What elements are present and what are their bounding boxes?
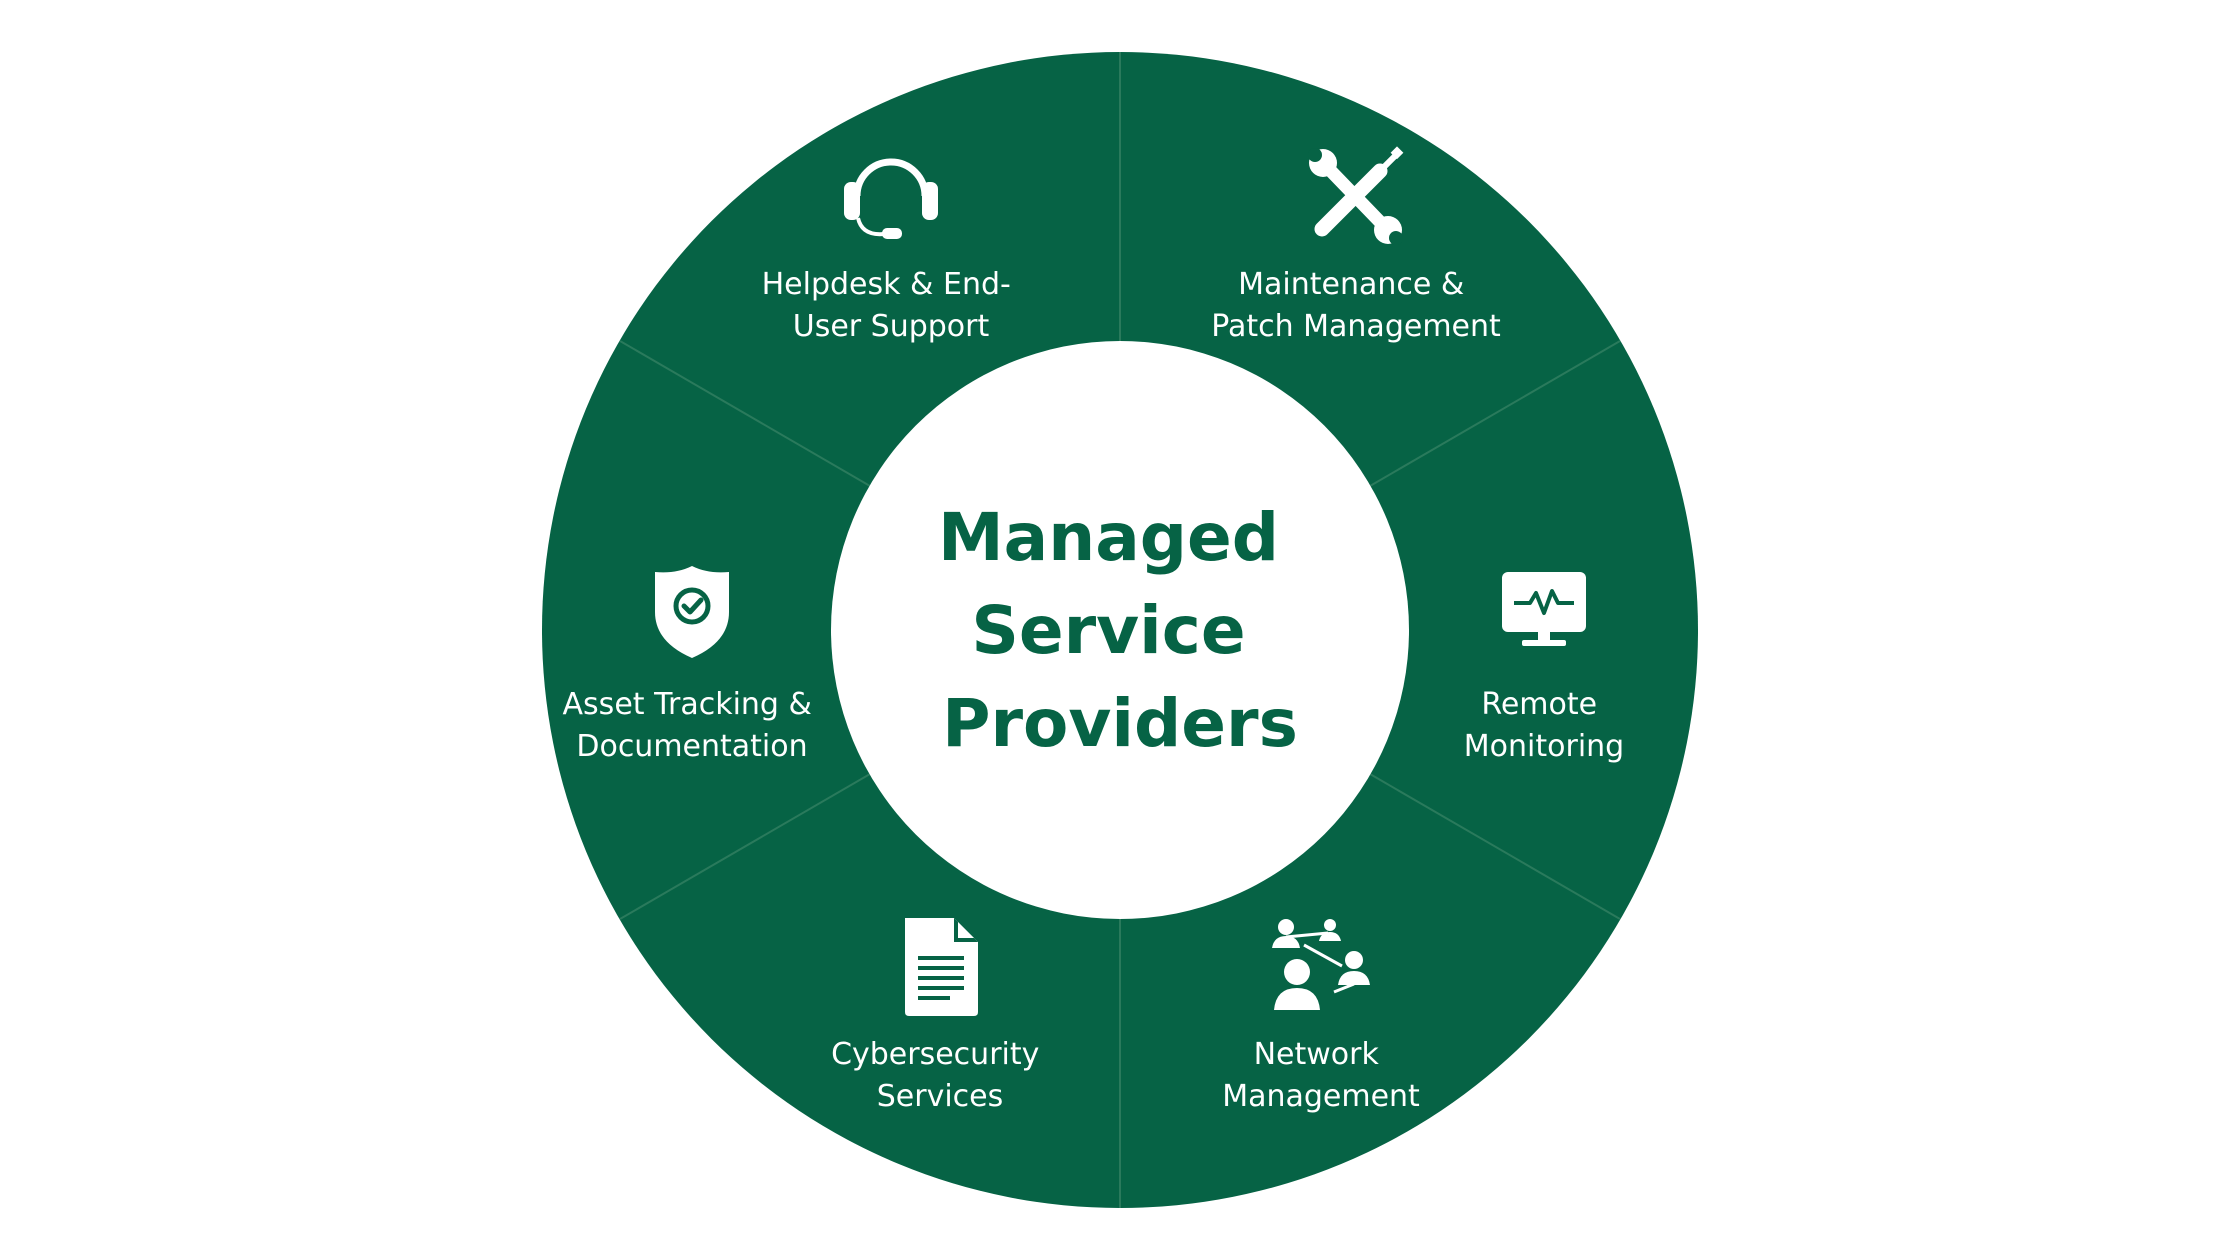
segment-label-cybersecurity: Cybersecurity Services: [831, 1037, 1049, 1114]
segment-label-remote-monitoring-line-1: Remote: [1481, 687, 1597, 722]
segment-label-maintenance: Maintenance & Patch Management: [1211, 267, 1501, 344]
segment-asset-tracking: Asset Tracking & Documentation: [563, 566, 822, 764]
segment-label-maintenance-line-1: Maintenance &: [1238, 267, 1464, 302]
center-title-line-2: Service: [971, 592, 1245, 669]
center-circle: [831, 341, 1409, 919]
segment-label-helpdesk-line-2: User Support: [793, 309, 990, 344]
segment-label-network: Network Management: [1222, 1037, 1420, 1114]
segment-label-asset-tracking-line-1: Asset Tracking &: [563, 687, 812, 722]
center-title: Managed Service Providers: [938, 499, 1302, 762]
segment-label-helpdesk: Helpdesk & End- User Support: [762, 267, 1021, 344]
divider-upper-right: [1369, 340, 1621, 487]
headset-icon: [844, 158, 938, 239]
segment-remote-monitoring: Remote Monitoring: [1464, 572, 1624, 764]
segment-label-cybersecurity-line-1: Cybersecurity: [831, 1037, 1039, 1072]
segment-dividers: [619, 52, 1621, 1208]
wrench-screwdriver-icon: [1308, 146, 1404, 245]
segment-network: Network Management: [1222, 919, 1420, 1114]
segment-label-maintenance-line-2: Patch Management: [1211, 309, 1501, 344]
monitor-pulse-icon: [1502, 572, 1586, 646]
document-icon: [905, 918, 978, 1016]
network-people-icon: [1272, 919, 1370, 1010]
segment-label-remote-monitoring-line-2: Monitoring: [1464, 729, 1624, 764]
segment-label-remote-monitoring: Remote Monitoring: [1464, 687, 1624, 764]
segment-cybersecurity: Cybersecurity Services: [831, 918, 1049, 1114]
divider-upper-left: [619, 340, 871, 487]
segment-label-network-line-1: Network: [1254, 1037, 1380, 1072]
center-title-line-3: Providers: [942, 685, 1298, 762]
segment-maintenance: Maintenance & Patch Management: [1211, 146, 1501, 344]
center-title-line-1: Managed: [938, 499, 1279, 576]
segment-label-asset-tracking-line-2: Documentation: [576, 729, 807, 764]
shield-check-icon: [655, 566, 729, 658]
segment-label-cybersecurity-line-2: Services: [877, 1079, 1004, 1114]
segment-helpdesk: Helpdesk & End- User Support: [762, 158, 1021, 344]
segment-label-helpdesk-line-1: Helpdesk & End-: [762, 267, 1011, 302]
segment-label-asset-tracking: Asset Tracking & Documentation: [563, 687, 822, 764]
divider-lower-right: [1369, 773, 1621, 920]
segment-label-network-line-2: Management: [1222, 1079, 1420, 1114]
divider-lower-left: [619, 773, 871, 920]
